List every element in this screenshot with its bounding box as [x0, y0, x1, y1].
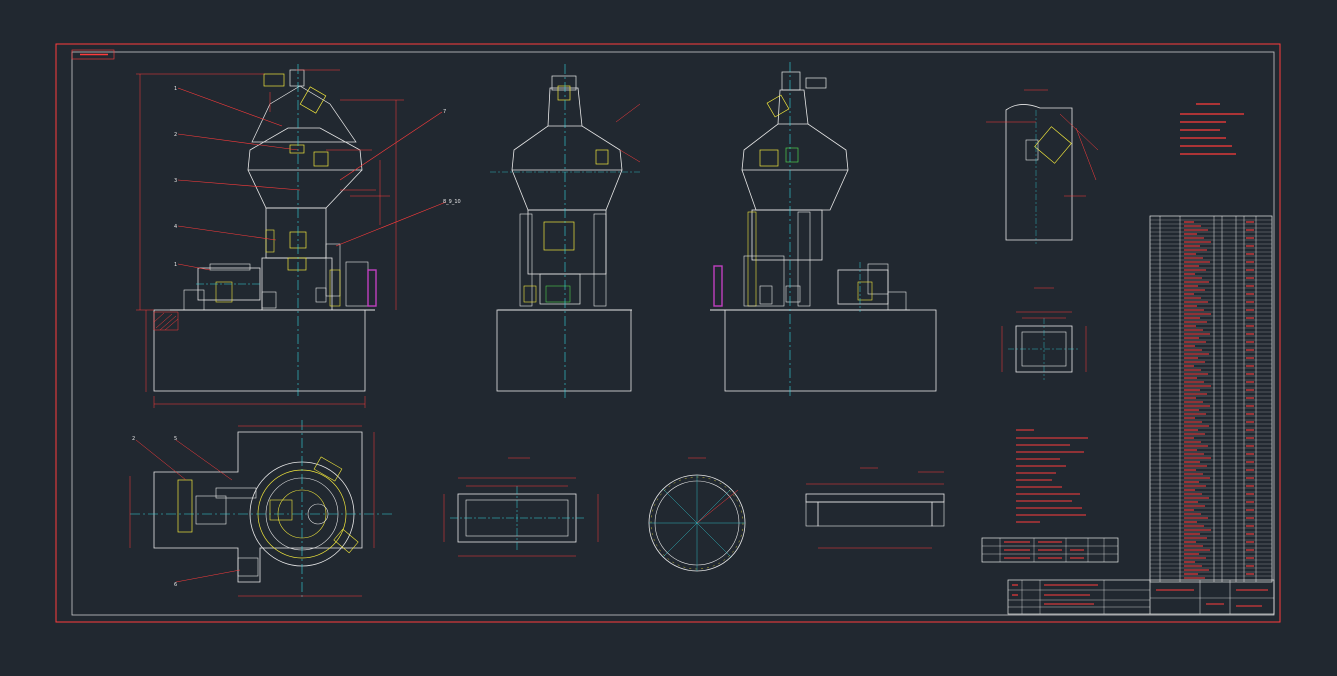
side-elevation-view — [490, 64, 641, 398]
plan-balloon-5: 5 — [174, 436, 177, 442]
balloon-2: 2 — [174, 132, 177, 138]
rear-elevation-view — [710, 62, 937, 398]
spec-notes — [1180, 103, 1244, 155]
detail-a-view — [443, 457, 599, 557]
small-table — [981, 537, 1119, 563]
detail-top-view — [986, 89, 1099, 244]
balloon-4: 4 — [174, 224, 177, 230]
detail-b-view — [648, 457, 746, 572]
plan-balloon-2: 2 — [132, 436, 135, 442]
balloon-1: 1 — [174, 86, 177, 92]
front-elevation-view: 1 2 3 4 1 7 8_9_10 — [136, 64, 461, 408]
balloon-5: 1 — [174, 262, 177, 268]
plan-view: 2 5 6 — [129, 420, 392, 600]
plan-balloon-6: 6 — [174, 582, 177, 588]
balloon-3: 3 — [174, 178, 177, 184]
parts-list-table — [1149, 215, 1273, 583]
detail-flange-view — [1001, 287, 1087, 380]
balloon-7: 7 — [443, 109, 446, 115]
technical-notes — [1016, 429, 1088, 523]
section-view — [805, 467, 945, 549]
drawing-frame — [55, 43, 1281, 623]
balloon-8-9-10: 8_9_10 — [443, 199, 461, 205]
title-block — [1007, 579, 1275, 615]
